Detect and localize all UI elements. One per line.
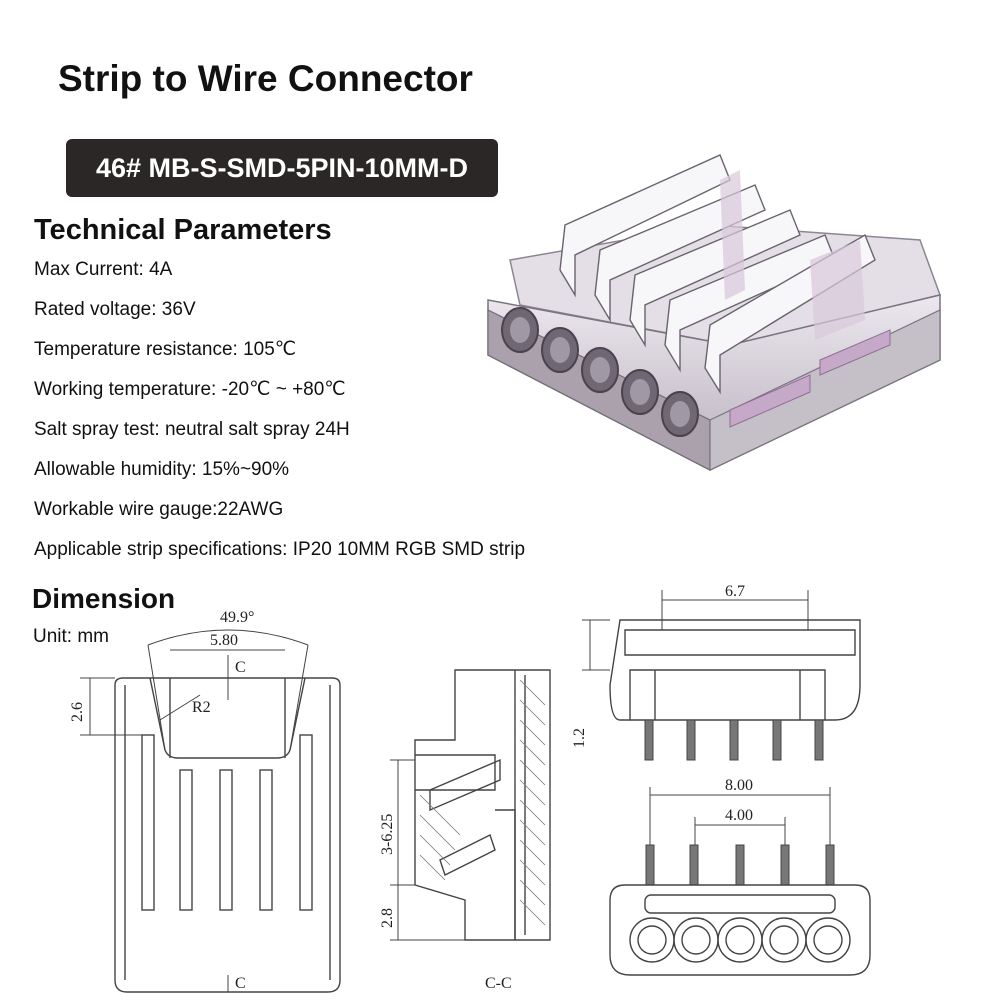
- param-humidity: Allowable humidity: 15%~90%: [34, 459, 290, 480]
- front-section-bottom-label: C: [235, 975, 246, 992]
- section-base-label: 2.8: [379, 908, 396, 928]
- dimension-heading: Dimension: [32, 583, 176, 614]
- param-temperature-resistance: Temperature resistance: 105℃: [34, 339, 297, 360]
- page-title: Strip to Wire Connector: [58, 58, 473, 99]
- param-rated-voltage: Rated voltage: 36V: [34, 299, 196, 320]
- front-width-label: 5.80: [210, 632, 238, 649]
- bottom-view-drawing: 8.00 4.00: [609, 777, 871, 976]
- front-view-drawing: 49.9° 5.80 C 2.6 R2 C: [70, 609, 341, 993]
- section-range-label: 3-6.25: [379, 814, 396, 855]
- param-wire-gauge: Workable wire gauge:22AWG: [34, 499, 284, 520]
- bottom-inner-label: 4.00: [725, 807, 753, 824]
- technical-parameters-list: Max Current: 4A Rated voltage: 36V Tempe…: [34, 258, 525, 578]
- param-strip-spec: Applicable strip specifications: IP20 10…: [34, 539, 526, 560]
- front-angle-label: 49.9°: [220, 609, 254, 626]
- top-view-drawing: 6.7 1.2: [571, 583, 861, 761]
- param-working-temperature: Working temperature: -20℃ ~ +80℃: [34, 379, 346, 400]
- section-cc-label: C-C: [485, 975, 512, 992]
- section-view-drawing: 3-6.25 2.8 C-C: [379, 669, 551, 992]
- top-width-label: 6.7: [725, 583, 745, 600]
- bottom-outer-label: 8.00: [725, 777, 753, 794]
- connector-product-image: [487, 154, 941, 471]
- param-salt-spray: Salt spray test: neutral salt spray 24H: [34, 419, 350, 440]
- unit-label: Unit: mm: [33, 626, 109, 647]
- front-radius-label: R2: [192, 699, 211, 716]
- technical-parameters-heading: Technical Parameters: [34, 214, 332, 246]
- front-height-label: 2.6: [70, 702, 86, 722]
- model-badge: 46# MB-S-SMD-5PIN-10MM-D: [66, 139, 498, 197]
- top-height-label: 1.2: [571, 728, 588, 748]
- param-max-current: Max Current: 4A: [34, 259, 173, 280]
- front-section-top-label: C: [235, 659, 246, 676]
